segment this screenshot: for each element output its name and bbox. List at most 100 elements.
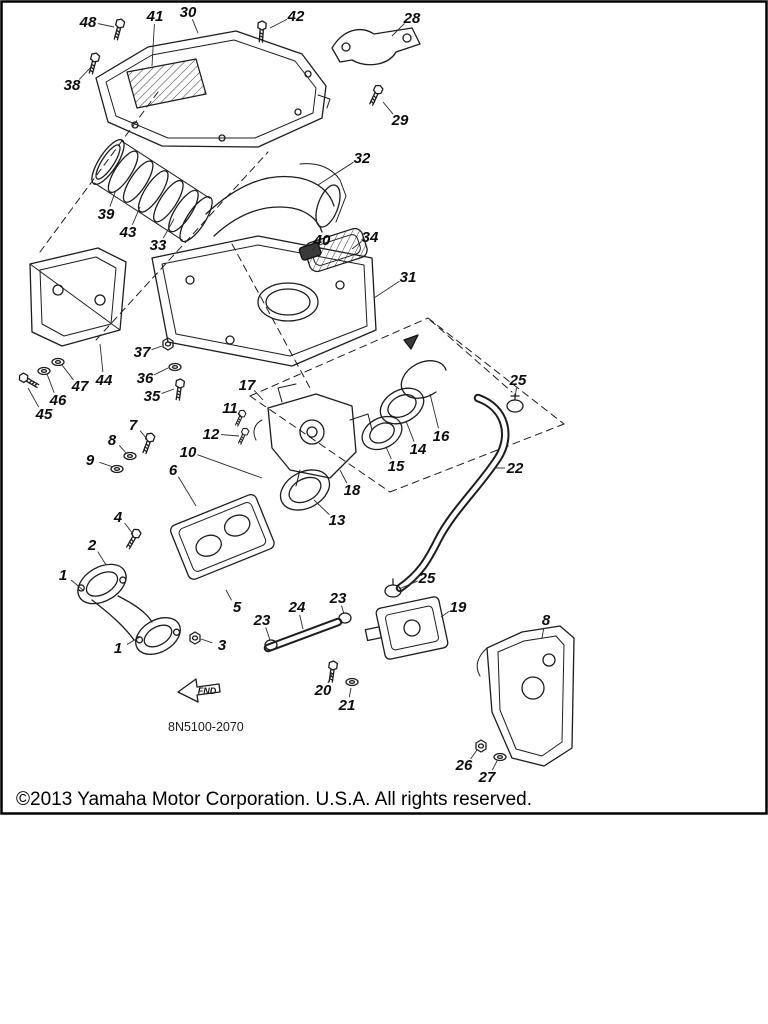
leader-line-44 bbox=[99, 343, 104, 373]
leader-line-25 bbox=[398, 580, 418, 590]
fwd-arrow bbox=[177, 678, 221, 703]
stay-bracket-28 bbox=[331, 27, 421, 66]
callout-23: 23 bbox=[329, 590, 347, 607]
mounting-bracket-8 bbox=[476, 625, 575, 767]
bolt-29 bbox=[366, 83, 385, 107]
callout-13: 13 bbox=[329, 512, 346, 529]
leader-line-31 bbox=[373, 280, 400, 299]
bolt-4 bbox=[123, 527, 143, 551]
washer-21 bbox=[345, 677, 359, 687]
callout-29: 29 bbox=[391, 112, 409, 129]
screw-38 bbox=[86, 51, 101, 76]
callout-2: 2 bbox=[87, 537, 97, 554]
fwd-arrow-label: FND bbox=[198, 686, 217, 696]
callout-25: 25 bbox=[509, 372, 527, 389]
screw-48 bbox=[111, 17, 126, 42]
leader-line-13 bbox=[313, 499, 330, 516]
callout-44: 44 bbox=[95, 372, 113, 389]
callout-45: 45 bbox=[35, 406, 53, 423]
callout-31: 31 bbox=[400, 269, 417, 286]
callout-26: 26 bbox=[455, 757, 473, 774]
callout-11: 11 bbox=[222, 400, 238, 417]
intake-manifold-1 bbox=[77, 563, 181, 655]
leader-line-15 bbox=[385, 446, 392, 460]
callout-10: 10 bbox=[180, 444, 197, 461]
leader-line-20 bbox=[327, 673, 333, 684]
washer-47 bbox=[51, 357, 65, 367]
leader-line-12 bbox=[220, 434, 240, 437]
callout-37: 37 bbox=[134, 344, 151, 361]
bolt-45 bbox=[17, 371, 41, 391]
callout-20: 20 bbox=[314, 682, 332, 699]
callout-21: 21 bbox=[338, 697, 356, 714]
leader-lines bbox=[27, 18, 545, 771]
carburetor-joints bbox=[279, 334, 447, 511]
page-border bbox=[0, 0, 768, 815]
callout-8: 8 bbox=[108, 432, 117, 449]
leader-line-48 bbox=[97, 23, 115, 28]
callout-47: 47 bbox=[71, 378, 89, 395]
callout-17: 17 bbox=[239, 377, 256, 394]
callout-16: 16 bbox=[433, 428, 450, 445]
callout-15: 15 bbox=[388, 458, 405, 475]
callout-35: 35 bbox=[144, 388, 161, 405]
joint-duct-32 bbox=[205, 163, 347, 237]
callout-34: 34 bbox=[362, 229, 379, 246]
leader-line-46 bbox=[46, 373, 55, 393]
leader-line-33 bbox=[162, 218, 175, 239]
leader-line-23 bbox=[265, 627, 271, 641]
leader-line-10 bbox=[197, 454, 263, 479]
leader-line-11 bbox=[237, 412, 243, 418]
leader-line-2 bbox=[97, 551, 107, 566]
air-duct-33 bbox=[91, 139, 213, 243]
leader-line-6 bbox=[177, 476, 197, 507]
callout-42: 42 bbox=[287, 8, 305, 25]
callout-1: 1 bbox=[59, 567, 67, 584]
leader-line-34 bbox=[351, 241, 362, 250]
callout-8: 8 bbox=[542, 612, 551, 629]
leader-line-47 bbox=[61, 364, 74, 381]
callout-25: 25 bbox=[418, 570, 436, 587]
leader-line-1 bbox=[70, 579, 85, 592]
leader-line-28 bbox=[391, 23, 405, 37]
callout-23: 23 bbox=[253, 612, 271, 629]
callout-27: 27 bbox=[478, 769, 496, 786]
leader-line-19 bbox=[440, 610, 450, 618]
leader-line-29 bbox=[382, 101, 394, 115]
leader-line-35 bbox=[161, 388, 175, 394]
leader-line-23 bbox=[341, 605, 345, 615]
leader-line-30 bbox=[191, 19, 199, 34]
leader-line-1 bbox=[126, 636, 141, 645]
callout-36: 36 bbox=[137, 370, 154, 387]
callout-9: 9 bbox=[86, 452, 95, 469]
leader-line-14 bbox=[405, 420, 415, 442]
callout-1: 1 bbox=[114, 640, 122, 657]
callout-32: 32 bbox=[354, 150, 371, 167]
callout-6: 6 bbox=[169, 462, 178, 479]
callout-18: 18 bbox=[344, 482, 361, 499]
leader-line-42 bbox=[269, 18, 288, 29]
callout-5: 5 bbox=[233, 599, 242, 616]
callout-43: 43 bbox=[119, 224, 137, 241]
leader-line-5 bbox=[225, 589, 232, 601]
leader-line-9 bbox=[99, 461, 114, 468]
leader-line-25 bbox=[514, 387, 517, 400]
copyright-text: ©2013 Yamaha Motor Corporation. U.S.A. A… bbox=[16, 789, 532, 810]
leader-line-37 bbox=[151, 345, 163, 351]
callout-22: 22 bbox=[506, 460, 524, 477]
breather-hose-24 bbox=[263, 617, 343, 653]
leader-line-4 bbox=[124, 522, 134, 535]
callout-48: 48 bbox=[79, 14, 97, 31]
seal-40 bbox=[298, 242, 322, 261]
callout-14: 14 bbox=[410, 441, 427, 458]
callout-33: 33 bbox=[150, 237, 167, 254]
callout-41: 41 bbox=[146, 8, 164, 25]
leader-line-32 bbox=[317, 161, 354, 186]
callout-3: 3 bbox=[218, 637, 227, 654]
hose-clamp-23-right bbox=[338, 612, 352, 624]
bolt-7 bbox=[140, 431, 157, 456]
leader-line-16 bbox=[429, 393, 439, 429]
